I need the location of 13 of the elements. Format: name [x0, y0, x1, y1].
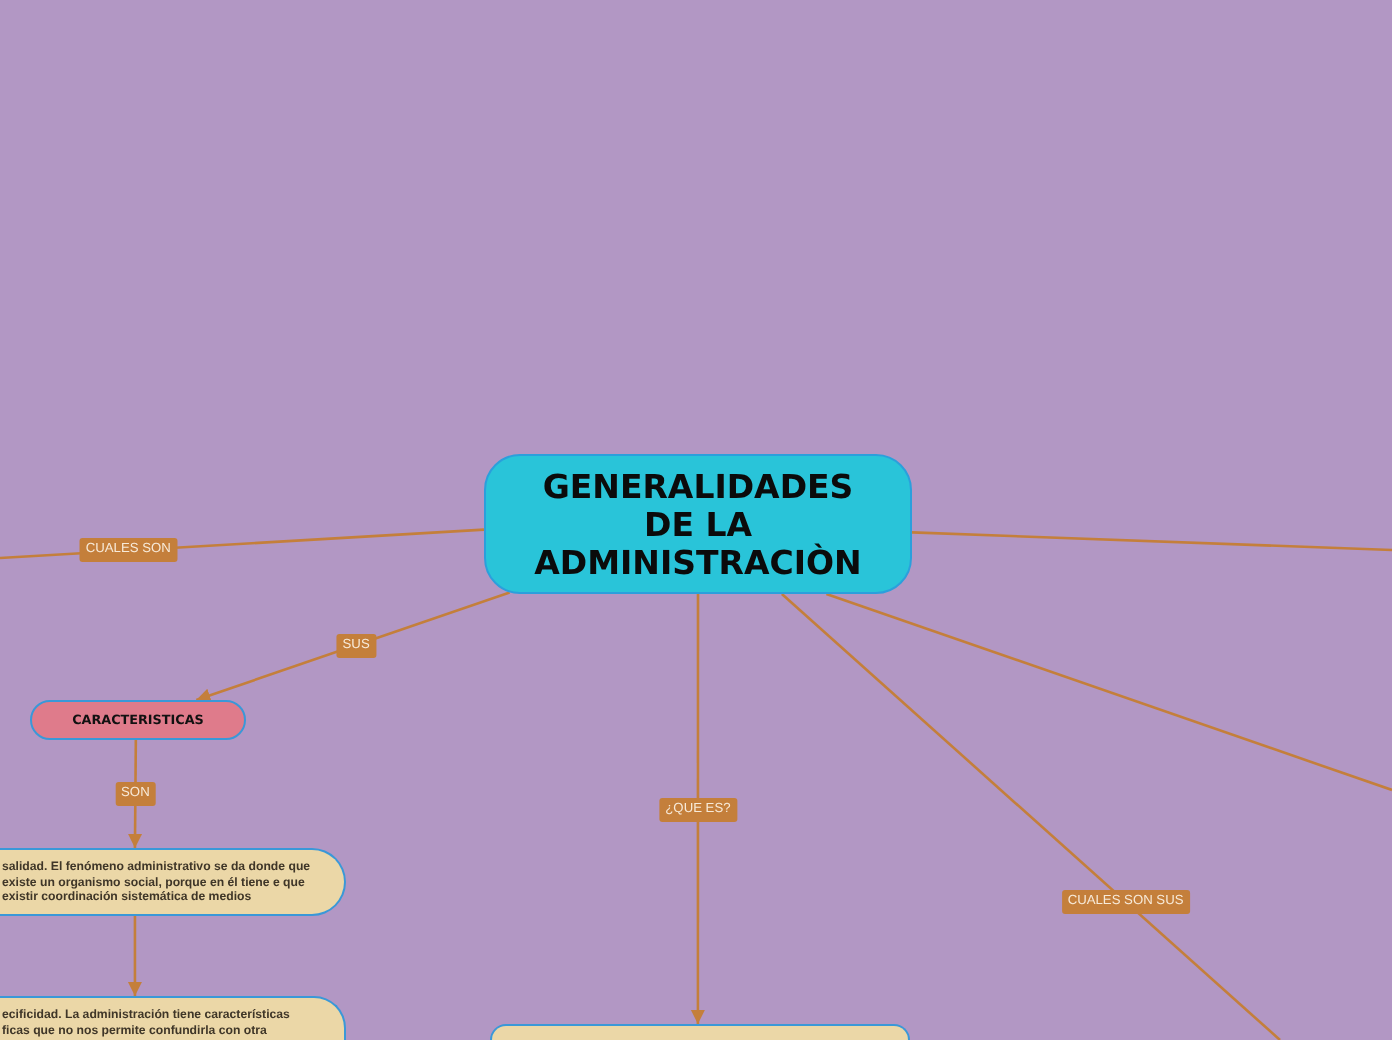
arrow — [128, 740, 143, 848]
note-box — [490, 1024, 910, 1040]
connector-line — [781, 593, 1281, 1040]
arrow — [690, 594, 705, 1024]
connector-line — [825, 592, 1392, 792]
arrow — [195, 591, 511, 703]
topic-title: GENERALIDADES DE LA ADMINISTRACIÒN — [532, 467, 864, 581]
note-box — [0, 996, 346, 1040]
subtopic-box — [30, 700, 246, 740]
arrow — [127, 916, 142, 996]
note-box — [0, 848, 346, 916]
connector-line — [911, 531, 1392, 552]
topic-box — [484, 454, 912, 594]
